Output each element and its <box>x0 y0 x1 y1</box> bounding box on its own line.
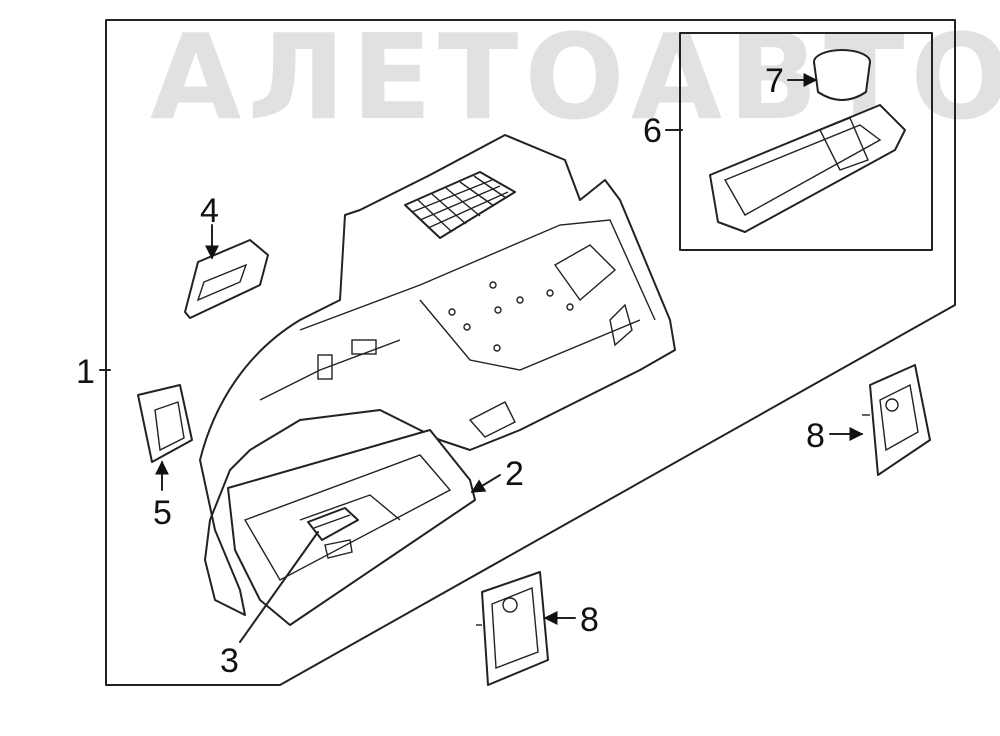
tie-down-part <box>137 384 193 463</box>
leader-2 <box>470 474 501 493</box>
lamp-socket <box>813 49 871 101</box>
callout-2: 2 <box>505 455 524 493</box>
quarter-trim-panel <box>199 134 676 616</box>
callout-8-lower: 8 <box>580 601 599 639</box>
callout-3: 3 <box>220 642 239 680</box>
callout-8-upper: 8 <box>806 417 825 455</box>
leader-3 <box>239 531 319 643</box>
callout-6: 6 <box>643 112 662 150</box>
callout-4: 4 <box>200 192 219 230</box>
lamp-housing <box>709 104 906 233</box>
callout-1: 1 <box>76 353 95 391</box>
trim-cover-lower <box>476 571 549 686</box>
hook-part <box>184 239 269 319</box>
callout-7: 7 <box>765 62 784 100</box>
storage-tray <box>227 429 476 626</box>
inset-box <box>679 32 933 251</box>
trim-cover-upper <box>862 364 931 476</box>
assembly-frame <box>105 19 956 686</box>
callout-5: 5 <box>153 494 172 532</box>
